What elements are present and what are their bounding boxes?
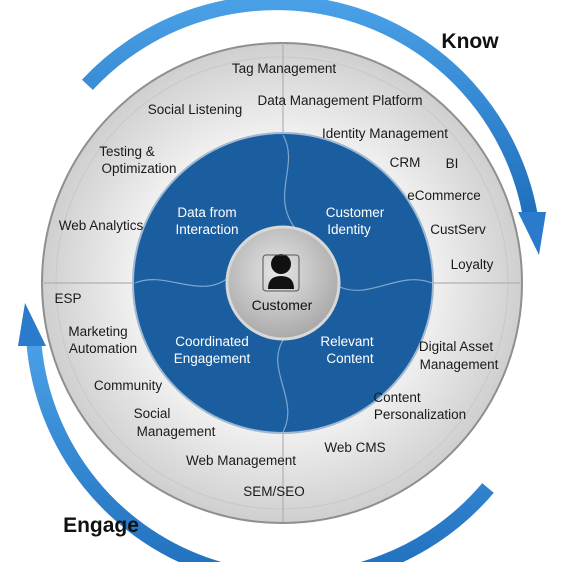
svg-text:Data from: Data from	[177, 205, 236, 220]
label-sem-seo: SEM/SEO	[243, 484, 305, 499]
customer-icon	[262, 254, 300, 292]
label-social-management-1: Social	[134, 406, 171, 421]
label-ecommerce: eCommerce	[407, 188, 481, 203]
quadrant-data-from-interaction: Data from Interaction	[175, 205, 238, 237]
quadrant-relevant-content: Relevant Content	[320, 334, 374, 366]
label-identity-management: Identity Management	[322, 126, 448, 141]
svg-text:Identity: Identity	[327, 222, 371, 237]
engage-label: Engage	[63, 514, 139, 537]
label-esp: ESP	[54, 291, 81, 306]
svg-text:Interaction: Interaction	[175, 222, 238, 237]
label-social-listening: Social Listening	[148, 102, 243, 117]
label-digital-asset-management-1: Digital Asset	[419, 339, 494, 354]
quadrant-coordinated-engagement: Coordinated Engagement	[174, 334, 251, 366]
label-bi: BI	[446, 156, 459, 171]
label-data-management-platform: Data Management Platform	[257, 93, 422, 108]
label-marketing-automation-2: Automation	[69, 341, 137, 356]
label-tag-management: Tag Management	[232, 61, 337, 76]
label-web-analytics: Web Analytics	[59, 218, 144, 233]
label-content-personalization-2: Personalization	[374, 407, 466, 422]
label-testing-optimization-1: Testing &	[99, 144, 155, 159]
outer-labels: Tag Management Social Listening Data Man…	[54, 61, 498, 499]
label-crm: CRM	[390, 155, 421, 170]
label-custserv: CustServ	[430, 222, 486, 237]
label-digital-asset-management-2: Management	[420, 357, 499, 372]
label-testing-optimization-2: Optimization	[101, 161, 176, 176]
label-web-management: Web Management	[186, 453, 296, 468]
label-marketing-automation-1: Marketing	[68, 324, 127, 339]
cycle-arrows	[18, 0, 546, 562]
svg-text:Customer: Customer	[326, 205, 385, 220]
svg-text:Relevant: Relevant	[320, 334, 374, 349]
svg-text:Engagement: Engagement	[174, 351, 251, 366]
quadrant-customer-identity: Customer Identity	[326, 205, 385, 237]
know-arrow	[81, 0, 538, 216]
ring-dividers	[42, 43, 522, 522]
engage-arrowhead	[18, 303, 46, 346]
know-label: Know	[441, 30, 499, 53]
disc-separators	[134, 134, 433, 433]
label-web-cms: Web CMS	[324, 440, 385, 455]
engage-arrow	[26, 343, 494, 562]
know-arrowhead	[518, 212, 546, 255]
label-community: Community	[94, 378, 163, 393]
label-loyalty: Loyalty	[451, 257, 494, 272]
svg-text:Content: Content	[326, 351, 374, 366]
label-social-management-2: Management	[137, 424, 216, 439]
inner-disc-edge	[132, 132, 434, 434]
svg-text:Coordinated: Coordinated	[175, 334, 249, 349]
label-content-personalization-1: Content	[373, 390, 421, 405]
center-label: Customer	[252, 297, 313, 313]
